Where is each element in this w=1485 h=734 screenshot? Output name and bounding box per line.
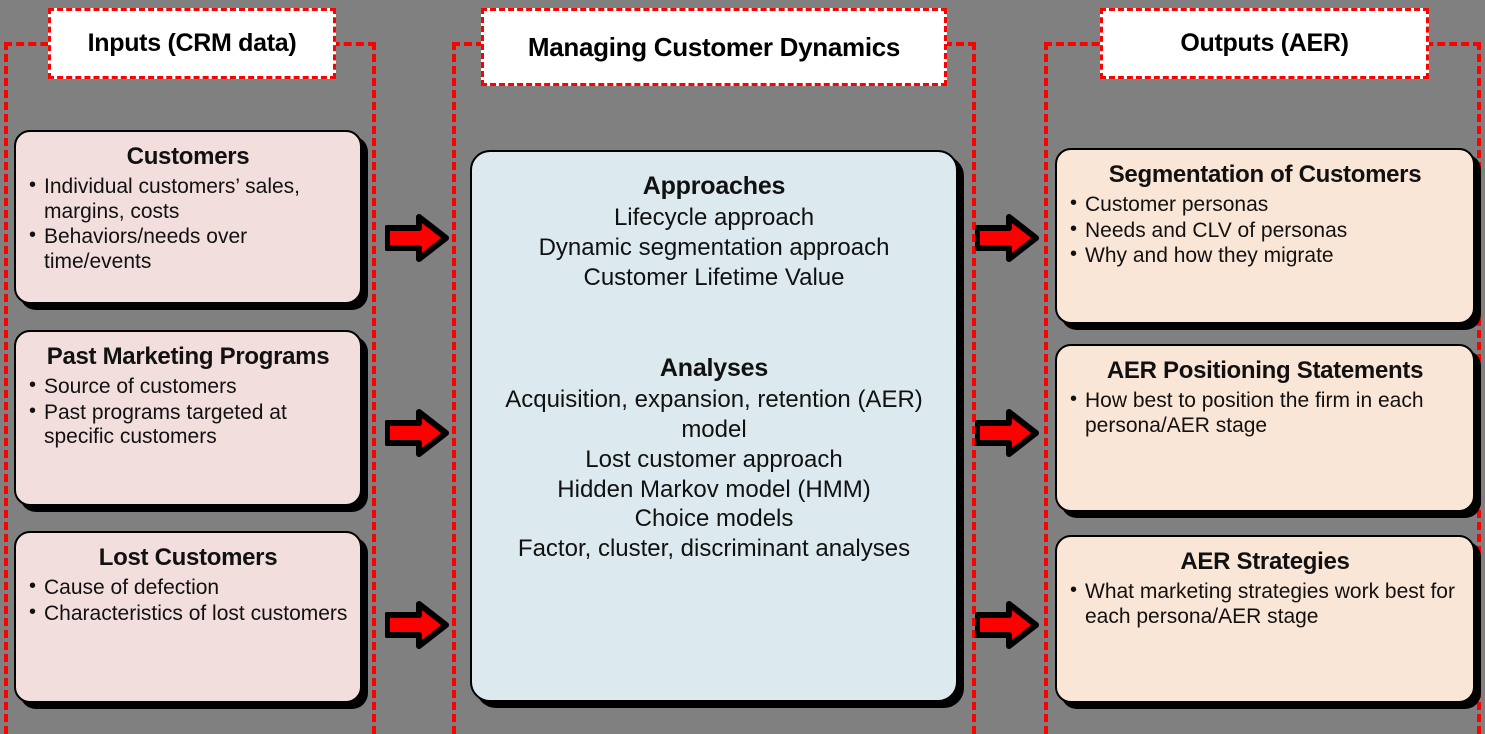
right-arrow-icon: [975, 214, 1039, 262]
analyses-line: Lost customer approach: [585, 445, 843, 473]
right-arrow-icon: [975, 601, 1039, 649]
approaches-line: Dynamic segmentation approach: [538, 233, 890, 261]
right-arrow-icon: [975, 409, 1039, 457]
list-item: How best to position the firm in each pe…: [1069, 388, 1461, 439]
list-item: What marketing strategies work best for …: [1069, 579, 1461, 630]
card-managing-customer-dynamics: Approaches Lifecycle approach Dynamic se…: [470, 150, 958, 702]
list-item: Needs and CLV of personas: [1069, 218, 1461, 244]
card-aer-positioning-heading: AER Positioning Statements: [1106, 357, 1424, 384]
center-column-title: Managing Customer Dynamics: [481, 8, 947, 86]
card-past-marketing-programs: Past Marketing Programs Source of custom…: [14, 330, 362, 506]
right-arrow-icon: [385, 409, 449, 457]
outputs-column-title: Outputs (AER): [1100, 8, 1429, 79]
card-aer-positioning-statements: AER Positioning Statements How best to p…: [1055, 344, 1475, 512]
approaches-line: Lifecycle approach: [613, 204, 815, 231]
card-past-marketing-programs-heading: Past Marketing Programs: [46, 343, 330, 370]
card-lost-customers-heading: Lost Customers: [98, 544, 278, 571]
card-segmentation-of-customers: Segmentation of Customers Customer perso…: [1055, 148, 1475, 324]
list-item: Cause of defection: [28, 575, 348, 601]
card-lost-customers-bullets: Cause of defection Characteristics of lo…: [28, 575, 348, 627]
list-item: Customer personas: [1069, 192, 1461, 218]
card-aer-strategies-heading: AER Strategies: [1180, 548, 1350, 575]
analyses-line: Hidden Markov model (HMM): [557, 475, 871, 503]
card-segmentation-heading: Segmentation of Customers: [1108, 161, 1422, 188]
center-block-analyses: Analyses Acquisition, expansion, retenti…: [490, 354, 938, 564]
center-block-approaches: Approaches Lifecycle approach Dynamic se…: [490, 172, 938, 292]
right-arrow-icon: [385, 601, 449, 649]
analyses-line: Factor, cluster, discriminant analyses: [517, 535, 911, 562]
card-past-marketing-programs-bullets: Source of customers Past programs target…: [28, 374, 348, 451]
list-item: Why and how they migrate: [1069, 243, 1461, 269]
list-item: Characteristics of lost customers: [28, 601, 348, 627]
list-item: Source of customers: [28, 374, 348, 400]
card-aer-strategies-bullets: What marketing strategies work best for …: [1069, 579, 1461, 630]
list-item: Past programs targeted at specific custo…: [28, 400, 348, 451]
analyses-line: Acquisition, expansion, retention (AER) …: [505, 386, 923, 443]
right-arrow-icon: [385, 214, 449, 262]
card-aer-strategies: AER Strategies What marketing strategies…: [1055, 535, 1475, 703]
list-item: Individual customers’ sales, margins, co…: [28, 174, 348, 225]
card-segmentation-bullets: Customer personas Needs and CLV of perso…: [1069, 192, 1461, 269]
card-aer-positioning-bullets: How best to position the firm in each pe…: [1069, 388, 1461, 439]
analyses-line: Choice models: [634, 505, 794, 533]
approaches-heading: Approaches: [642, 172, 786, 200]
card-customers-heading: Customers: [126, 143, 250, 170]
card-customers-bullets: Individual customers’ sales, margins, co…: [28, 174, 348, 275]
approaches-line: Customer Lifetime Value: [583, 263, 845, 291]
card-customers: Customers Individual customers’ sales, m…: [14, 130, 362, 304]
list-item: Behaviors/needs over time/events: [28, 224, 348, 275]
center-spacer: [490, 292, 938, 354]
inputs-column-title: Inputs (CRM data): [48, 8, 336, 79]
card-lost-customers: Lost Customers Cause of defection Charac…: [14, 531, 362, 703]
analyses-heading: Analyses: [659, 354, 769, 383]
